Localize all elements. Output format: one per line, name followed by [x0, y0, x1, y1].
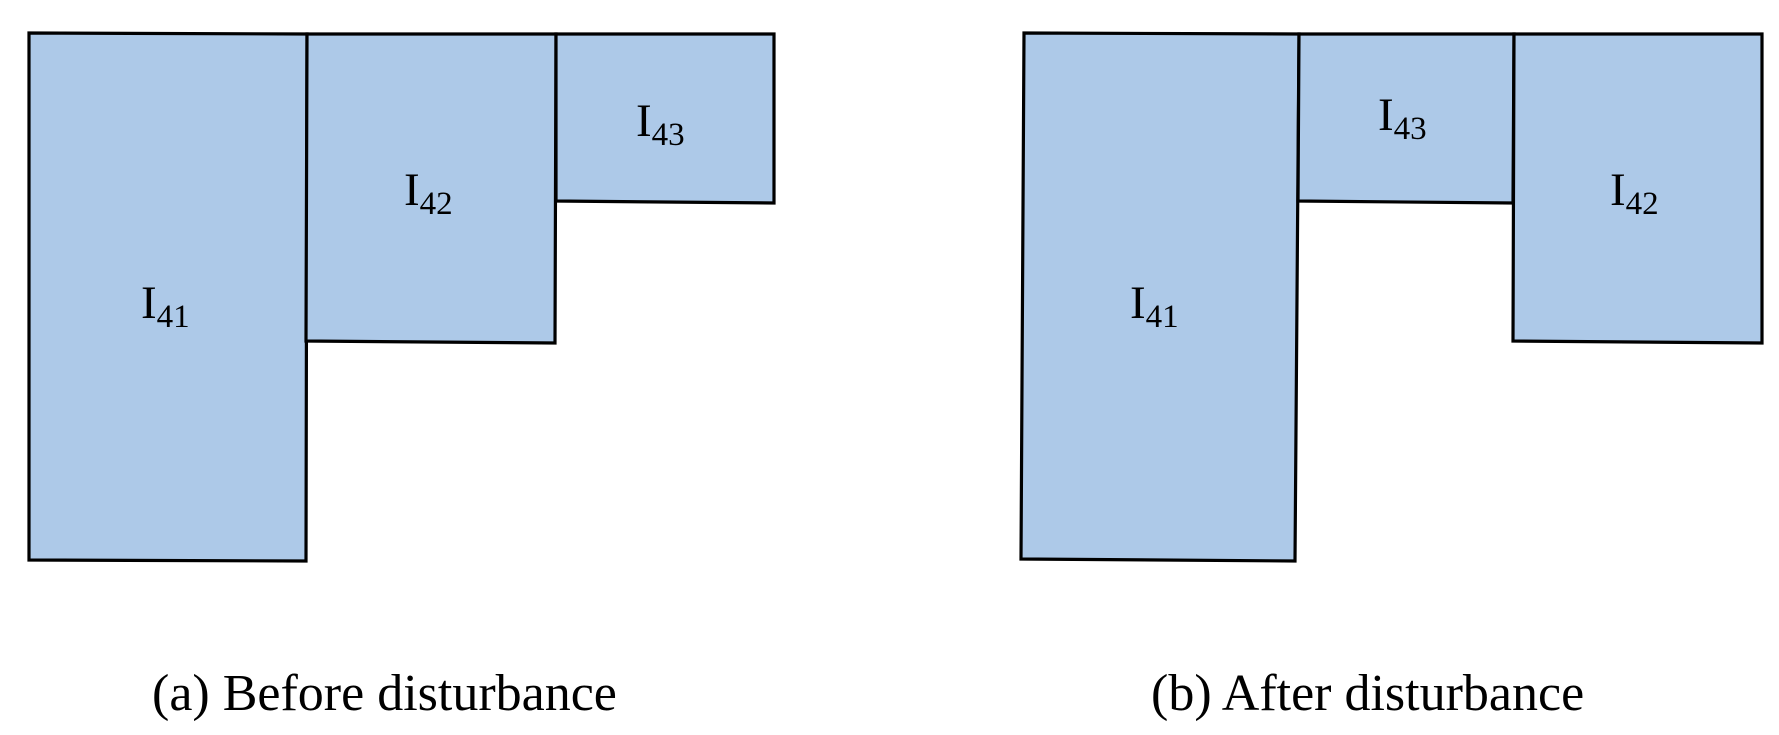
label-a-I43: I43 [636, 95, 685, 153]
block-b-I41 [1019, 31, 1301, 563]
block-a-I42 [304, 32, 558, 345]
label-b-I41: I41 [1130, 277, 1179, 335]
panel-before: I41 I42 I43 (a) Before disturbance [27, 31, 776, 722]
label-b-I43: I43 [1378, 89, 1427, 147]
block-a-I43 [554, 32, 776, 205]
label-b-I42: I42 [1610, 164, 1659, 222]
block-a-I41 [27, 31, 309, 563]
caption-a: (a) Before disturbance [152, 665, 617, 722]
block-b-I42 [1511, 32, 1764, 345]
caption-b: (b) After disturbance [1151, 665, 1584, 722]
label-a-I41: I41 [141, 277, 190, 335]
label-a-I42: I42 [404, 164, 453, 222]
panel-after: I41 I43 I42 (b) After disturbance [1019, 31, 1764, 722]
